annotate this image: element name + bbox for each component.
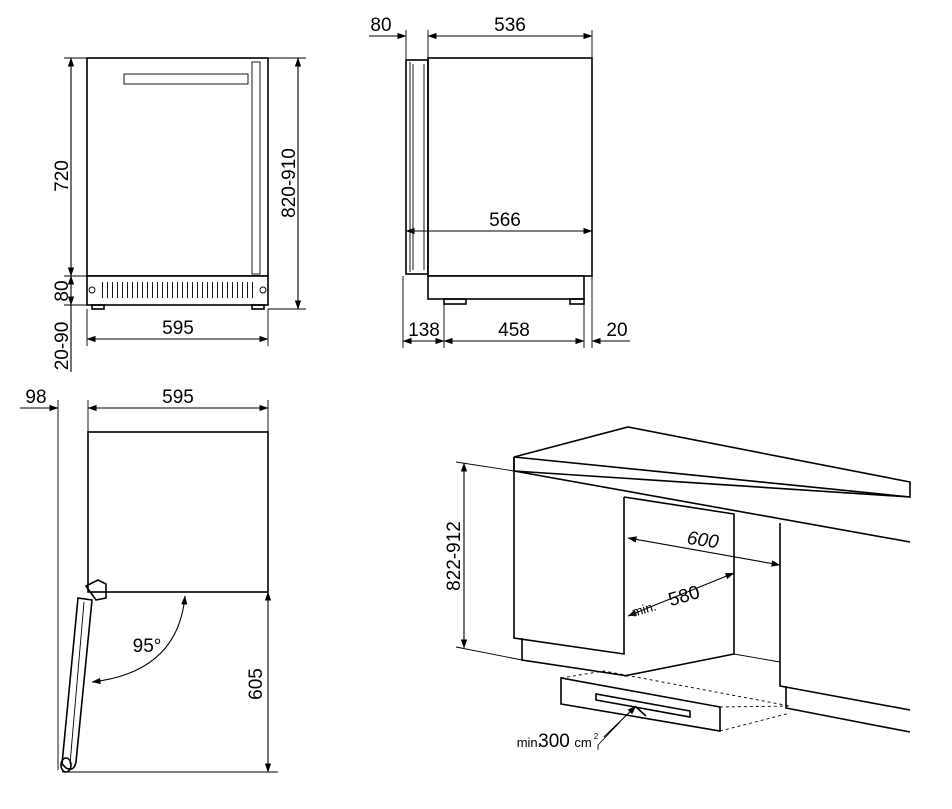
door-handle: [123, 73, 249, 85]
left-cabinet: [513, 471, 625, 655]
dim-niche-depth: [627, 572, 735, 617]
label-plinth-height: 80: [52, 280, 73, 301]
cabinet-side: [427, 57, 593, 277]
label-foot-front: 138: [408, 320, 440, 341]
label-opening-angle: 95°: [133, 636, 162, 657]
label-feet-height: 20-90: [52, 322, 73, 371]
ventilation-grille: [98, 281, 256, 302]
plinth-screw-left: [88, 286, 96, 294]
label-vent-value: 300: [538, 731, 570, 752]
left-cabinet-plinth: [521, 638, 629, 677]
label-total-depth: 566: [489, 210, 521, 231]
label-foot-span: 458: [498, 320, 530, 341]
label-vent-unit: cm: [574, 735, 591, 750]
label-door-depth: 80: [370, 15, 391, 36]
vent-outline: [560, 670, 791, 732]
label-vent-prefix: min.: [517, 735, 542, 750]
vent-plinth: [560, 677, 721, 732]
vent-leader: [597, 721, 621, 750]
side-view: 80 536 566 138 458 20: [369, 15, 630, 348]
right-cabinet: [779, 523, 911, 711]
door-profile: [409, 62, 425, 272]
dim-niche-width: [627, 536, 781, 567]
foot-left: [91, 304, 105, 310]
plinth-screw-right: [259, 286, 267, 294]
label-door-height: 720: [52, 160, 73, 192]
cabinet-top: [87, 431, 269, 593]
niche-view: 822-912 600 min. 580 min. 300 cm 2: [444, 426, 911, 752]
side-foot-rear: [569, 298, 585, 305]
right-cabinet-plinth: [785, 686, 911, 733]
door-side: [405, 59, 429, 275]
label-niche-depth-value: 580: [666, 582, 702, 611]
label-niche-depth-prefix: min.: [630, 599, 658, 620]
side-foot-front: [443, 298, 467, 305]
vent-slot: [595, 693, 691, 718]
appliance-front-door: [86, 57, 269, 277]
label-top-width: 595: [162, 387, 194, 408]
label-open-depth: 605: [246, 668, 267, 700]
open-door: [61, 597, 93, 770]
front-view: 720 80 20-90 820-910 595: [52, 57, 306, 372]
foot-right: [251, 304, 265, 310]
worktop-top: [513, 426, 911, 498]
label-door-offset: 98: [25, 387, 46, 408]
top-view: 98 595 95° 605: [20, 387, 278, 773]
label-body-depth: 536: [494, 15, 526, 36]
label-front-width: 595: [162, 318, 194, 339]
label-niche-width: 600: [686, 528, 721, 553]
label-niche-depth: min. 580: [630, 582, 702, 620]
door-hinge-strip: [251, 61, 261, 275]
label-total-height: 820-910: [279, 148, 300, 218]
label-foot-rear: 20: [606, 320, 627, 341]
side-plinth: [427, 275, 585, 300]
label-niche-height: 822-912: [444, 521, 465, 591]
opening-angle-arc: [91, 595, 188, 685]
label-vent-exp: 2: [594, 732, 599, 741]
